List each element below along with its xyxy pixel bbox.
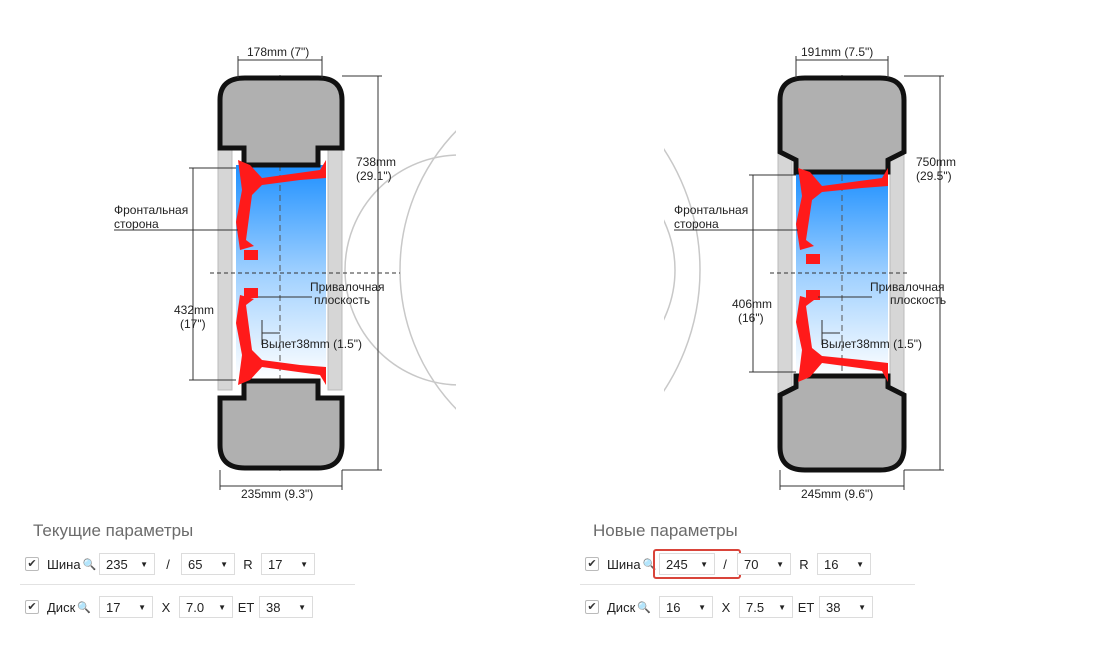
chevron-down-icon: ▼ — [138, 602, 146, 612]
disk-diameter-select[interactable]: 17▼ — [99, 596, 153, 618]
tire-separator-r: R — [243, 556, 253, 572]
current-params-panel: Текущие параметры ✔ Шина🔍 235▼ / 65▼ R 1… — [20, 520, 370, 621]
rim-in-label: (16") — [738, 311, 764, 325]
chevron-down-icon: ▼ — [698, 602, 706, 612]
tire-top-section — [777, 75, 907, 175]
magnifier-icon[interactable]: 🔍 — [637, 601, 651, 614]
front-side-label-1: Фронтальная — [674, 203, 748, 217]
tire-checkbox[interactable]: ✔ — [585, 557, 599, 571]
disk-separator-x: X — [161, 599, 171, 615]
check-icon: ✔ — [587, 557, 597, 570]
outer-circle-arc — [560, 64, 701, 476]
chevron-down-icon: ▼ — [778, 602, 786, 612]
height-mm-label: 750mm — [916, 155, 956, 169]
tire-width-select[interactable]: 245▼ — [659, 553, 715, 575]
disk-row: ✔ Диск🔍 17▼ X 7.0▼ ET 38▼ — [20, 593, 370, 621]
current-params-title: Текущие параметры — [33, 521, 194, 540]
front-side-label-2: сторона — [674, 217, 719, 231]
mount-plane-label-1: Привалочная — [310, 280, 385, 294]
rim-mm-label: 406mm — [732, 297, 772, 311]
chevron-down-icon: ▼ — [300, 559, 308, 569]
top-width-label: 191mm (7.5") — [801, 45, 873, 59]
check-icon: ✔ — [27, 600, 37, 613]
magnifier-icon[interactable]: 🔍 — [77, 601, 91, 614]
rim-in-label: (17") — [180, 317, 206, 331]
magnifier-icon[interactable]: 🔍 — [642, 558, 657, 571]
magnifier-icon[interactable]: 🔍 — [82, 558, 97, 571]
row-divider — [20, 584, 355, 585]
current-wheel-svg: 178mm (7") 738mm (29.1") 432mm (17") Фро… — [114, 45, 560, 501]
new-wheel-svg: 191mm (7.5") 750mm (29.5") 406mm (16") Ф… — [560, 45, 956, 501]
chevron-down-icon: ▼ — [858, 602, 866, 612]
bottom-width-label: 245mm (9.6") — [801, 487, 873, 501]
rim-bottom-profile — [236, 295, 326, 385]
outer-circle-arc — [399, 73, 560, 467]
disk-label: Диск🔍 — [607, 599, 651, 615]
disk-diameter-select[interactable]: 16▼ — [659, 596, 713, 618]
new-wheel-diagram: 191mm (7.5") 750mm (29.5") 406mm (16") Ф… — [560, 0, 1120, 510]
tire-diameter-select[interactable]: 16▼ — [817, 553, 871, 575]
mount-plane-label-1: Привалочная — [870, 280, 945, 294]
check-icon: ✔ — [27, 557, 37, 570]
tire-separator-r: R — [799, 556, 809, 572]
chevron-down-icon: ▼ — [218, 602, 226, 612]
disk-width-select[interactable]: 7.5▼ — [739, 596, 793, 618]
check-icon: ✔ — [587, 600, 597, 613]
top-width-label: 178mm (7") — [247, 45, 309, 59]
tire-profile-select[interactable]: 70▼ — [737, 553, 791, 575]
tire-diameter-select[interactable]: 17▼ — [261, 553, 315, 575]
disk-label: Диск🔍 — [47, 599, 91, 615]
tire-top-section — [217, 75, 345, 168]
disk-separator-et: ET — [797, 599, 815, 615]
chevron-down-icon: ▼ — [220, 559, 228, 569]
disk-checkbox[interactable]: ✔ — [25, 600, 39, 614]
disk-separator-et: ET — [237, 599, 255, 615]
chevron-down-icon: ▼ — [776, 559, 784, 569]
new-params-title: Новые параметры — [593, 521, 738, 540]
height-mm-label: 738mm — [356, 155, 396, 169]
tire-row: ✔ Шина🔍 245▼ / 70▼ R 16▼ — [580, 549, 930, 579]
current-wheel-diagram: 178mm (7") 738mm (29.1") 432mm (17") Фро… — [0, 0, 560, 510]
tire-width-select[interactable]: 235▼ — [99, 553, 155, 575]
tire-label: Шина🔍 — [47, 556, 97, 572]
chevron-down-icon: ▼ — [140, 559, 148, 569]
row-divider — [580, 584, 915, 585]
disk-separator-x: X — [721, 599, 731, 615]
bottom-width-label: 235mm (9.3") — [241, 487, 313, 501]
disk-checkbox[interactable]: ✔ — [585, 600, 599, 614]
rim-mm-label: 432mm — [174, 303, 214, 317]
tire-separator-slash: / — [166, 556, 170, 572]
tire-checkbox[interactable]: ✔ — [25, 557, 39, 571]
tire-label: Шина🔍 — [607, 556, 657, 572]
front-side-label-1: Фронтальная — [114, 203, 188, 217]
chevron-down-icon: ▼ — [298, 602, 306, 612]
chevron-down-icon: ▼ — [700, 559, 708, 569]
chevron-down-icon: ▼ — [856, 559, 864, 569]
rim-top-profile — [796, 168, 888, 250]
disk-row: ✔ Диск🔍 16▼ X 7.5▼ ET 38▼ — [580, 593, 930, 621]
rim-bottom-profile — [796, 296, 888, 382]
rim-top-profile — [236, 160, 326, 250]
tire-row: ✔ Шина🔍 235▼ / 65▼ R 17▼ — [20, 550, 370, 578]
disk-et-select[interactable]: 38▼ — [259, 596, 313, 618]
tire-bottom-section — [777, 373, 907, 473]
disk-et-select[interactable]: 38▼ — [819, 596, 873, 618]
disk-width-select[interactable]: 7.0▼ — [179, 596, 233, 618]
inner-circle-arc — [560, 154, 676, 386]
highlighted-tire-width: 245▼ / — [653, 549, 741, 579]
offset-label: Вылет38mm (1.5") — [821, 337, 922, 351]
tire-profile-select[interactable]: 65▼ — [181, 553, 235, 575]
tire-bottom-section — [217, 378, 345, 471]
new-params-panel: Новые параметры ✔ Шина🔍 245▼ / 70▼ R 16▼… — [580, 520, 930, 621]
height-in-label: (29.1") — [356, 169, 392, 183]
offset-label: Вылет38mm (1.5") — [261, 337, 362, 351]
mount-plane-label-2: плоскость — [314, 293, 370, 307]
mount-plane-label-2: плоскость — [890, 293, 946, 307]
front-side-label-2: сторона — [114, 217, 159, 231]
height-in-label: (29.5") — [916, 169, 952, 183]
tire-separator-slash: / — [723, 556, 727, 572]
